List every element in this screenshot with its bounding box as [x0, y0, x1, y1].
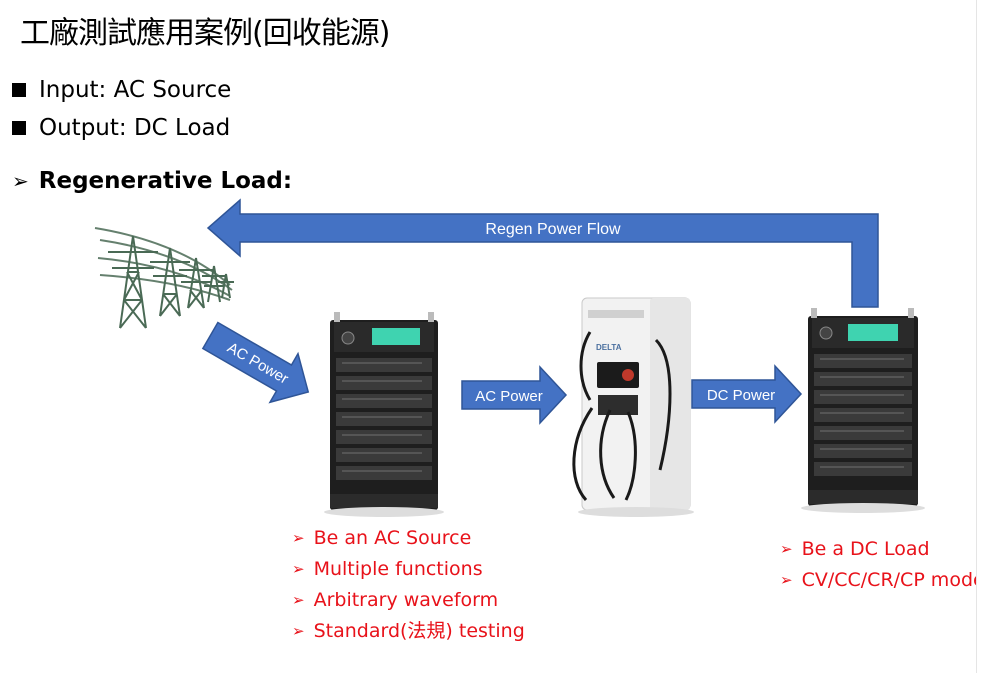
slide-edge [976, 0, 983, 673]
list-item: ➢ CV/CC/CR/CP modes [780, 565, 983, 596]
ac-power-output-arrow: AC Power [461, 365, 568, 425]
arrow-bullet-icon: ➢ [292, 622, 305, 640]
ev-charger: DELTA [572, 297, 694, 517]
square-bullet-icon [12, 121, 26, 135]
bullet-input: Input: AC Source [12, 77, 231, 103]
ac-source-feature-list: ➢ Be an AC Source ➢ Multiple functions ➢… [292, 523, 525, 647]
feature-label: CV/CC/CR/CP modes [801, 569, 983, 591]
bullet-output: Output: DC Load [12, 115, 230, 141]
arrow-bullet-icon: ➢ [780, 540, 793, 558]
arrow-bullet-icon: ➢ [292, 591, 305, 609]
charger-brand: DELTA [596, 343, 622, 352]
list-item: ➢ Be a DC Load [780, 534, 983, 565]
list-item: ➢ Be an AC Source [292, 523, 525, 554]
ac-power-output-label: AC Power [475, 388, 543, 405]
list-item: ➢ Arbitrary waveform [292, 585, 525, 616]
dc-load-feature-list: ➢ Be a DC Load ➢ CV/CC/CR/CP modes [780, 534, 983, 596]
feature-label: Be an AC Source [313, 527, 472, 549]
list-item: ➢ Multiple functions [292, 554, 525, 585]
dc-power-arrow: DC Power [691, 364, 803, 424]
arrow-bullet-icon: ➢ [12, 169, 29, 193]
bullet-output-label: Output: DC Load [39, 115, 231, 141]
page-title: 工廠測試應用案例(回收能源) [20, 16, 390, 51]
feature-label: Be a DC Load [801, 538, 930, 560]
arrow-bullet-icon: ➢ [780, 571, 793, 589]
charger-screen [597, 362, 639, 388]
display-screen [848, 324, 898, 341]
bullet-input-label: Input: AC Source [39, 77, 232, 103]
dc-load-cabinet [801, 308, 925, 513]
arrow-bullet-icon: ➢ [292, 529, 305, 547]
regen-power-flow-label: Regen Power Flow [485, 221, 621, 238]
ac-source-cabinet [324, 312, 444, 517]
display-screen [372, 328, 420, 345]
list-item: ➢ Standard(法規) testing [292, 616, 525, 647]
regenerative-heading: ➢ Regenerative Load: [12, 168, 292, 194]
regenerative-heading-label: Regenerative Load: [38, 168, 293, 194]
square-bullet-icon [12, 83, 26, 97]
arrow-bullet-icon: ➢ [292, 560, 305, 578]
dc-power-label: DC Power [707, 387, 775, 404]
regen-power-flow-arrow: Regen Power Flow [206, 198, 879, 308]
ac-power-input-arrow: AC Power [201, 321, 310, 404]
transmission-tower-icon [94, 227, 234, 329]
feature-label: Arbitrary waveform [313, 589, 499, 611]
feature-label: Standard(法規) testing [313, 620, 525, 642]
feature-label: Multiple functions [313, 558, 483, 580]
